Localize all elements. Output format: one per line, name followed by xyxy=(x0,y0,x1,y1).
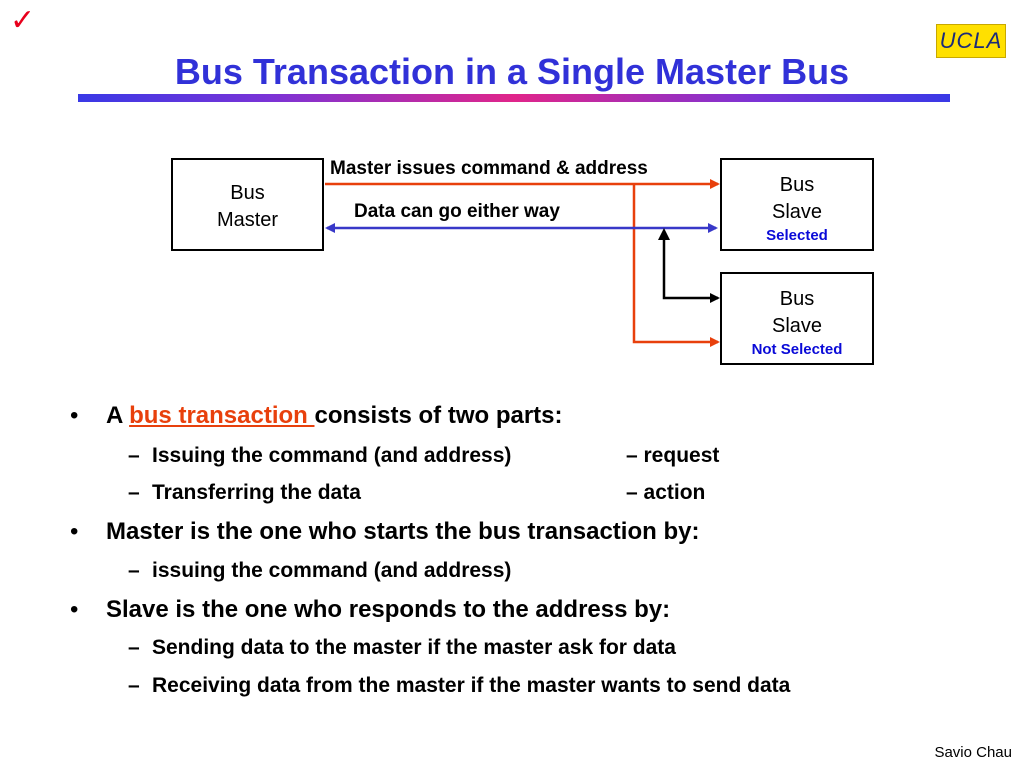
dash-marker: – xyxy=(128,636,140,659)
sub-issuing-command: Issuing the command (and address) xyxy=(152,444,512,467)
slave-selected-line1: Bus xyxy=(779,174,815,196)
dash-marker: – xyxy=(128,674,140,697)
slave-selected-status: Selected xyxy=(766,227,828,244)
sub-issuing-command-address: issuing the command (and address) xyxy=(152,559,512,582)
bus-slave-not-selected-box: Bus Slave Not Selected xyxy=(720,272,874,365)
bullet-marker: • xyxy=(70,596,79,623)
bus-master-line1: Bus xyxy=(230,182,265,204)
data-branch-arrow xyxy=(658,228,720,303)
sub-sending-data: Sending data to the master if the master… xyxy=(152,636,676,659)
bullet-master-role: Master is the one who starts the bus tra… xyxy=(106,518,700,545)
title-underline xyxy=(78,94,950,102)
bus-diagram-arrows xyxy=(325,179,720,347)
data-label: Data can go either way xyxy=(354,201,560,222)
bullet-prefix: A xyxy=(106,402,130,429)
ucla-logo: UCLA xyxy=(936,24,1006,58)
bus-master-box: Bus Master xyxy=(171,158,324,251)
bus-slave-selected-box: Bus Slave Selected xyxy=(720,158,874,251)
bullet-bus-transaction: A bus transaction consists of two parts: xyxy=(106,402,563,430)
bus-master-line2: Master xyxy=(216,209,279,231)
slide-title: Bus Transaction in a Single Master Bus xyxy=(174,51,850,92)
bus-transaction-link[interactable]: bus transaction xyxy=(129,402,315,429)
request-tag: – request xyxy=(626,444,720,467)
action-tag: – action xyxy=(626,481,706,504)
dash-marker: – xyxy=(128,481,140,504)
slave-selected-line2: Slave xyxy=(771,201,823,223)
command-label: Master issues command & address xyxy=(330,158,648,179)
sub-receiving-data: Receiving data from the master if the ma… xyxy=(152,674,791,697)
checkmark-icon: ✓ xyxy=(10,3,36,38)
command-branch-arrow xyxy=(632,184,720,347)
slave-not-selected-line1: Bus xyxy=(779,288,815,310)
author-footer: Savio Chau xyxy=(934,744,1012,761)
bullet-marker: • xyxy=(70,402,79,429)
dash-marker: – xyxy=(128,444,140,467)
bullet-suffix: consists of two parts: xyxy=(314,402,563,429)
sub-transferring-data: Transferring the data xyxy=(152,481,361,504)
slave-not-selected-status: Not Selected xyxy=(751,341,843,358)
logo-text: UCLA xyxy=(939,28,1003,53)
dash-marker: – xyxy=(128,559,140,582)
bullet-slave-role: Slave is the one who responds to the add… xyxy=(106,596,671,623)
slave-not-selected-line2: Slave xyxy=(771,315,823,337)
bullet-marker: • xyxy=(70,518,79,545)
